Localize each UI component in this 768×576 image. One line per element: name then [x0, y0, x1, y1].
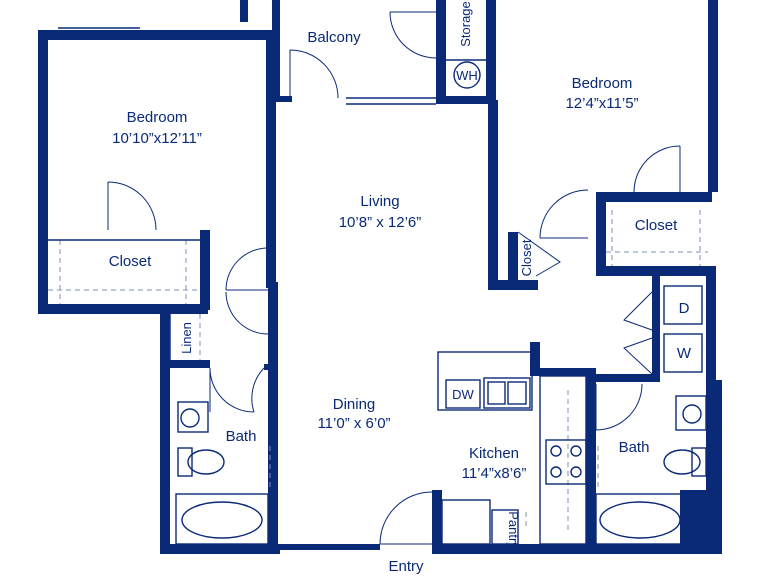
closet-small-label: Closet: [519, 239, 534, 276]
dining-label: Dining: [333, 396, 376, 413]
balcony-label: Balcony: [307, 29, 361, 46]
bedroom-left-label: Bedroom: [127, 109, 188, 126]
fixtures: [48, 27, 708, 545]
living-label: Living: [360, 193, 399, 210]
bath-right-label: Bath: [619, 439, 650, 456]
sink-icon: [180, 408, 200, 428]
doors: [107, 11, 681, 545]
entry-label: Entry: [388, 558, 424, 575]
dishwasher: [445, 379, 481, 409]
bathtub-icon-right: [599, 501, 681, 539]
washer: [663, 333, 703, 373]
closet-right-label: Closet: [635, 217, 678, 234]
closet-left-label: Closet: [109, 253, 152, 270]
dining-dims: 11’0” x 6’0”: [317, 415, 390, 432]
living-dims: 10’8” x 12’6”: [339, 214, 422, 231]
bath-left-label: Bath: [226, 428, 257, 445]
water-heater-icon: [453, 61, 481, 89]
kitchen-sink-icon: [483, 377, 531, 409]
dishwasher-label: DW: [452, 387, 474, 402]
washer-label: W: [677, 345, 692, 362]
dryer: [663, 285, 703, 325]
room-labels: Balcony Storage WH Bedroom 10’10”x12’11”…: [109, 1, 692, 575]
kitchen-label: Kitchen: [469, 445, 519, 462]
dryer-label: D: [679, 300, 690, 317]
bedroom-right-dims: 12’4”x11’5”: [565, 95, 638, 112]
bedroom-left-dims: 10’10”x12’11”: [112, 130, 202, 147]
water-heater-label: WH: [456, 68, 478, 83]
storage-label: Storage: [458, 1, 473, 47]
stove-icon: [545, 439, 587, 485]
sink-icon-right: [682, 404, 702, 424]
toilet-icon: [187, 449, 225, 475]
bathtub-icon: [181, 501, 263, 539]
pantry-label: Pantry: [506, 511, 521, 549]
linen-label: Linen: [179, 322, 194, 354]
kitchen-dims: 11’4”x8’6”: [462, 465, 527, 482]
bedroom-right-label: Bedroom: [572, 75, 633, 92]
toilet-icon-right: [663, 449, 701, 475]
